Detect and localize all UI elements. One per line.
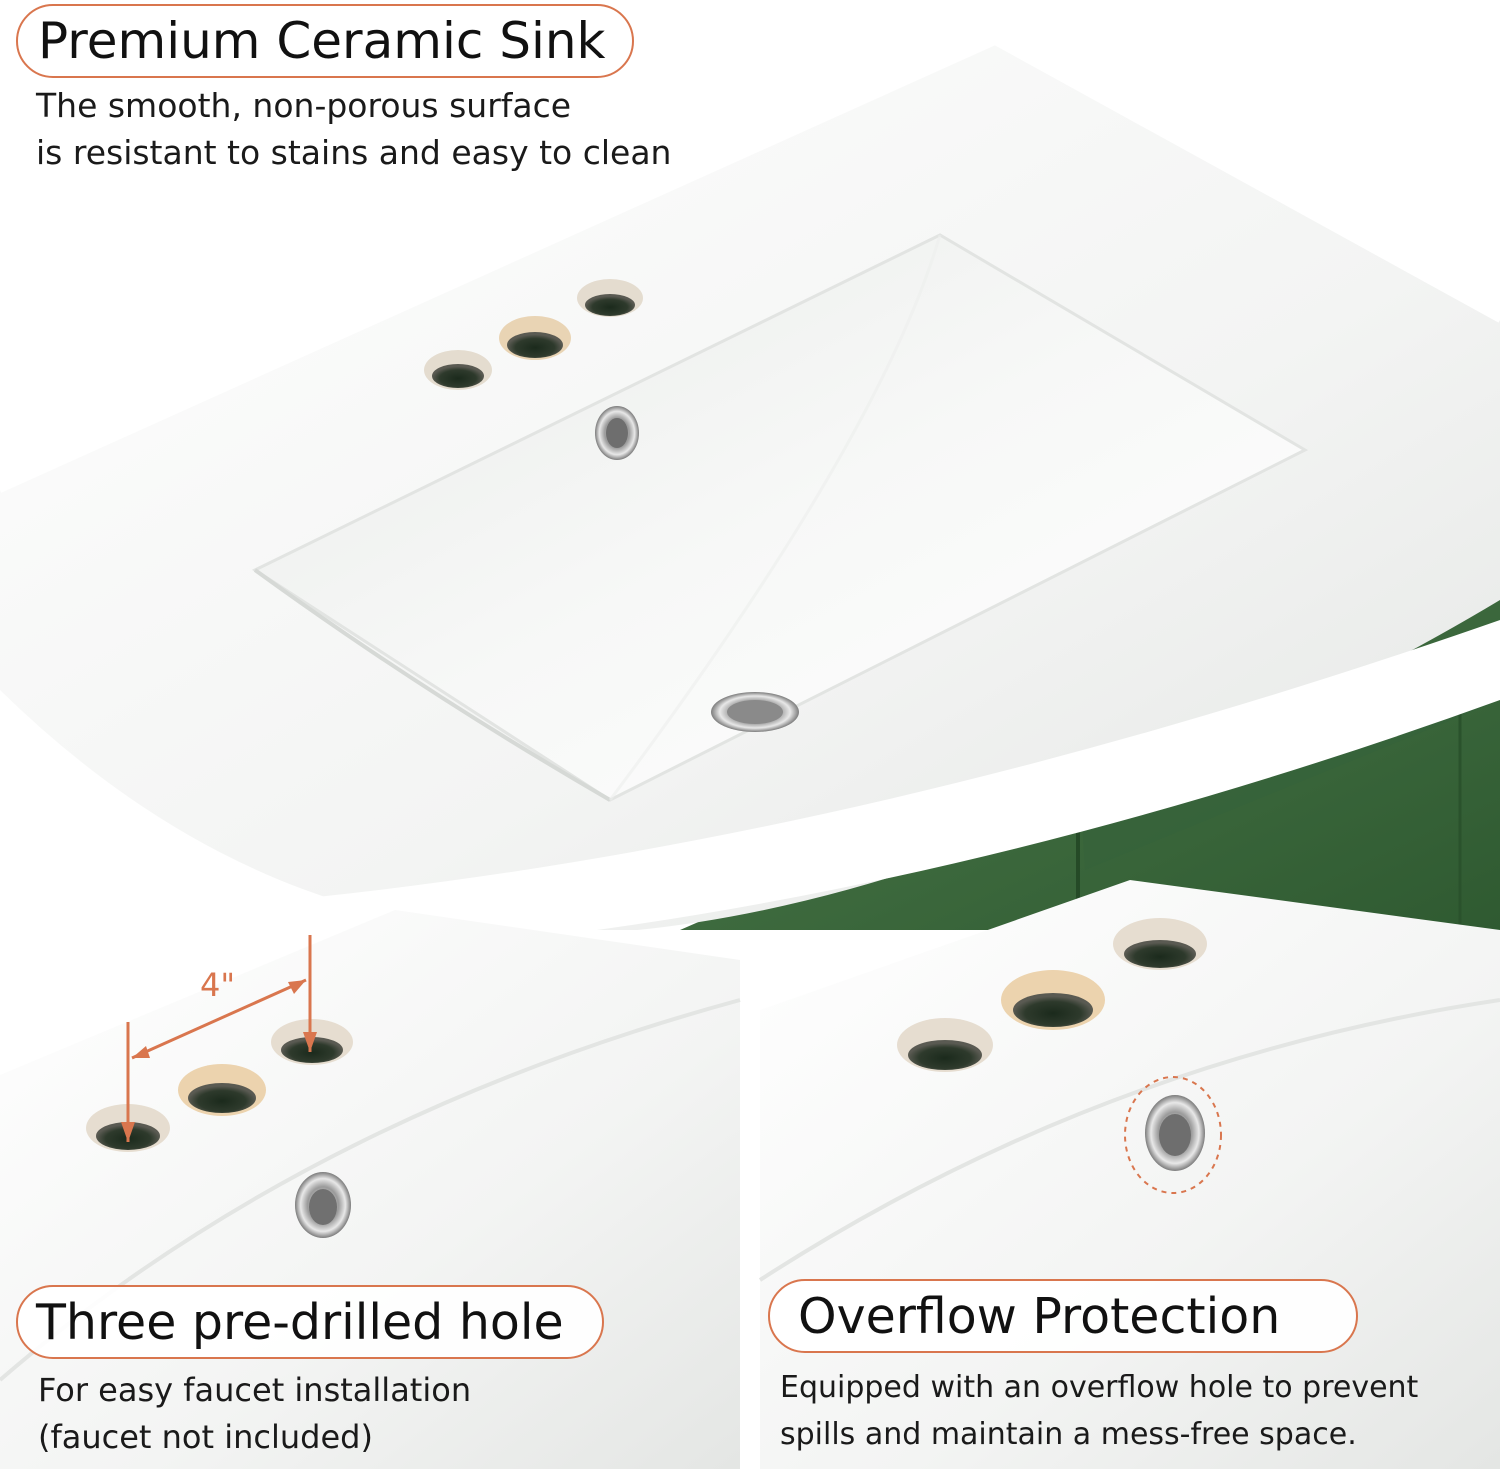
main-description-line-2: is resistant to stains and easy to clean: [36, 133, 672, 172]
overflow-hole-icon: [1124, 1076, 1222, 1194]
left-feature-title: Three pre-drilled hole: [36, 1293, 564, 1351]
right-description-line-2: spills and maintain a mess-free space.: [780, 1417, 1357, 1452]
right-description-line-1: Equipped with an overflow hole to preven…: [780, 1370, 1419, 1405]
right-feature-description: Equipped with an overflow hole to preven…: [780, 1364, 1418, 1458]
main-feature-title: Premium Ceramic Sink: [38, 12, 606, 70]
overflow-hole-icon: [295, 1172, 351, 1238]
left-description-line-1: For easy faucet installation: [38, 1371, 472, 1409]
left-feature-title-pill: Three pre-drilled hole: [16, 1285, 604, 1359]
sink-basin: [251, 233, 1309, 802]
right-feature-title-pill: Overflow Protection: [768, 1279, 1358, 1353]
right-feature-title: Overflow Protection: [798, 1287, 1281, 1345]
faucet-hole-icon: [897, 918, 1207, 1072]
main-description-line-1: The smooth, non-porous surface: [36, 86, 572, 125]
divider-curve: [0, 620, 1500, 963]
left-description-line-2: (faucet not included): [38, 1418, 373, 1456]
main-feature-title-pill: Premium Ceramic Sink: [16, 4, 634, 78]
overflow-hole-icon: [595, 406, 639, 460]
panel-gap: [740, 930, 760, 1469]
drain-icon: [711, 692, 799, 732]
dimension-arrow-icon: [121, 935, 317, 1142]
main-feature-description: The smooth, non-porous surface is resist…: [36, 82, 671, 176]
faucet-hole-icon: [424, 279, 643, 390]
left-feature-description: For easy faucet installation (faucet not…: [38, 1367, 471, 1461]
measurement-label: 4": [200, 966, 235, 1004]
